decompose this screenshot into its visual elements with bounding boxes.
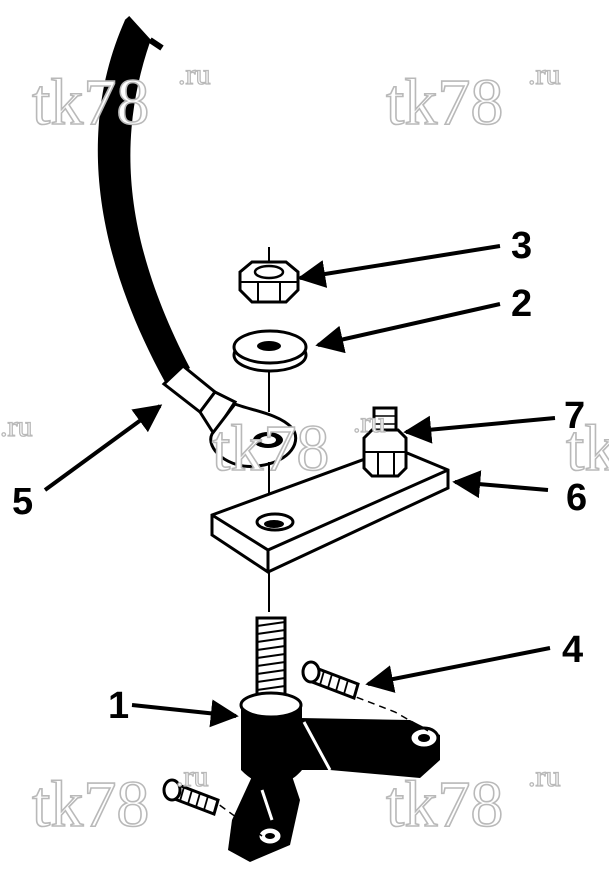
callout-1: 1 (108, 685, 129, 727)
watermark-top-right: tk78 (386, 66, 503, 139)
watermark-top-left: tk78 (32, 66, 149, 139)
nut-part-3 (238, 260, 300, 304)
callout-leaders (43, 244, 556, 728)
watermark-suffix-middle: .ru (353, 406, 386, 439)
leader-4 (365, 646, 551, 693)
watermark-middle: tk78 (212, 412, 329, 485)
bolt-part-4-lower (162, 778, 263, 837)
callout-5: 5 (12, 481, 33, 523)
bracket-part-1 (228, 616, 440, 862)
watermark-right-edge: tk78 (566, 412, 609, 485)
watermarks: tk78 .ru tk78 .ru tk78 .ru .ru tk78 tk78… (0, 57, 609, 841)
callout-6: 6 (566, 477, 587, 519)
bolt-part-4-upper (301, 660, 431, 733)
watermark-suffix-top-right: .ru (528, 58, 561, 91)
callout-4: 4 (562, 629, 583, 671)
watermark-suffix-top-left: .ru (178, 58, 211, 91)
leader-2 (315, 302, 501, 354)
leader-1 (131, 699, 239, 728)
leader-7 (403, 415, 556, 444)
watermark-suffix-left-edge: .ru (0, 410, 33, 443)
washer-part-2 (232, 329, 308, 373)
watermark-suffix-bottom-right: .ru (528, 760, 561, 793)
leader-6 (452, 470, 549, 499)
leader-3 (297, 244, 501, 288)
stud-nut-part-7 (362, 406, 408, 478)
watermark-bottom-left: tk78 (32, 768, 149, 841)
watermark-bottom-right: tk78 (386, 768, 503, 841)
callout-2: 2 (511, 283, 532, 325)
watermark-suffix-bottom-left: .ru (176, 760, 209, 793)
callout-7: 7 (564, 395, 585, 437)
leader-5 (43, 404, 163, 492)
battery-cable (97, 15, 298, 468)
callout-3: 3 (511, 225, 532, 267)
